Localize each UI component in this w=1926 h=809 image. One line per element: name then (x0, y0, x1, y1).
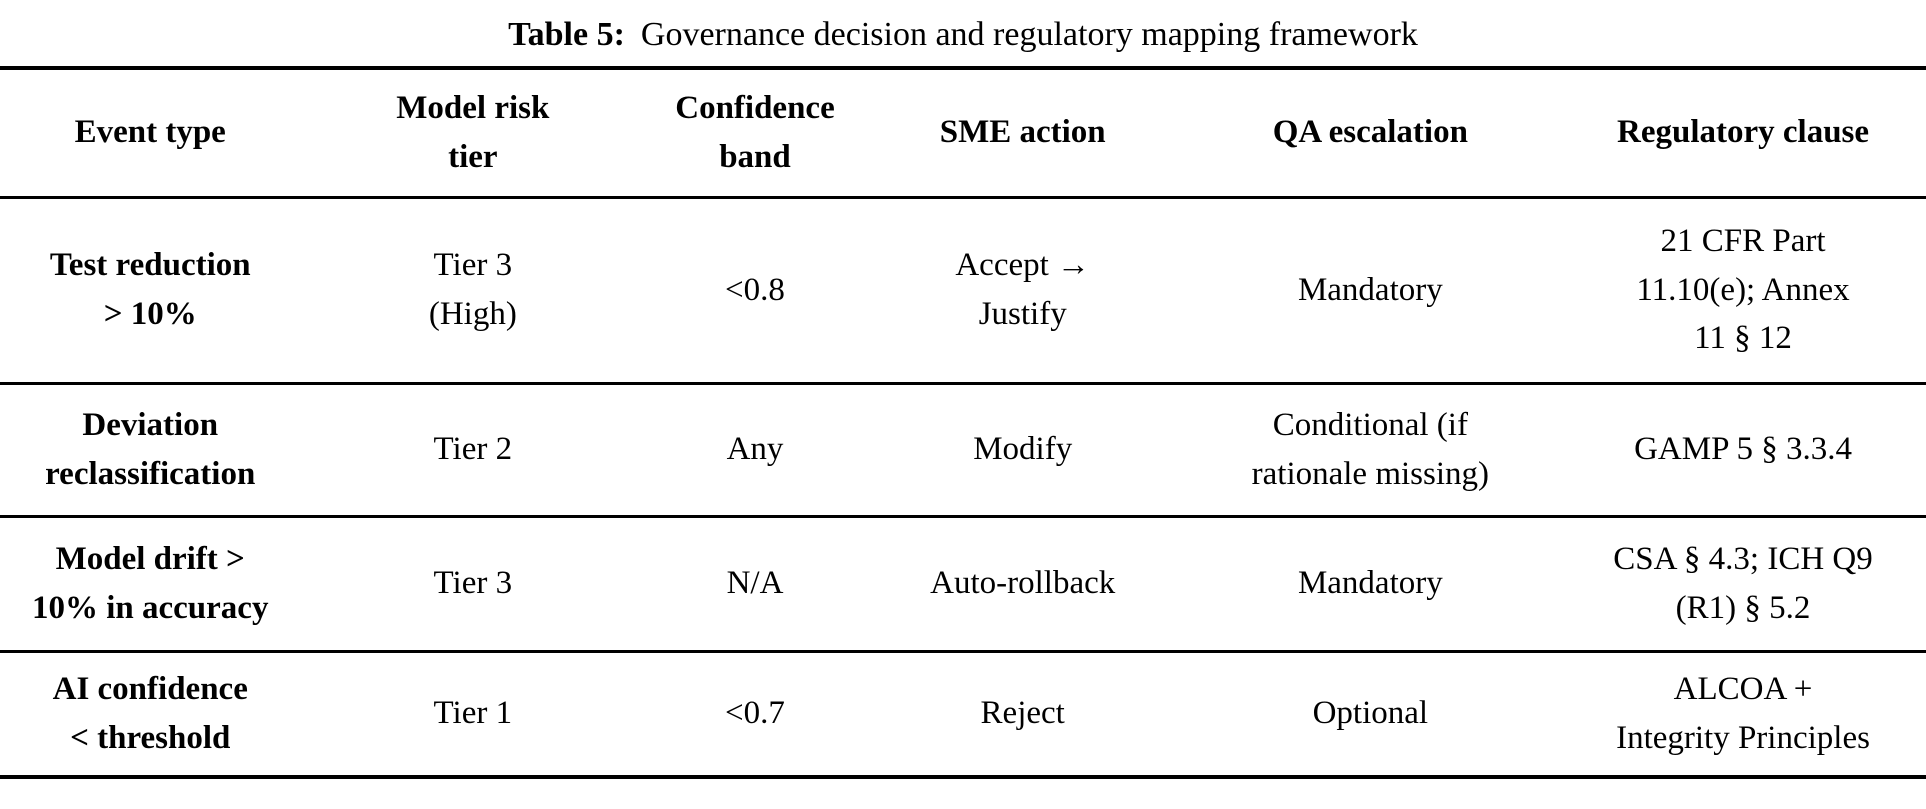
cell-confidence-band: Any (726, 431, 784, 468)
cell-confidence-band: N/A (726, 565, 784, 602)
cell-sme-action: Modify (973, 431, 1073, 468)
cell-qa-escalation: Mandatory (1297, 271, 1443, 308)
cell-model-risk-tier: Tier 3 (High) (428, 247, 517, 332)
table-caption: Table 5: Governance decision and regulat… (0, 0, 1926, 66)
header-cell-confidence-band: Confidence band (675, 89, 835, 175)
cell-model-risk-tier: Tier 1 (433, 695, 513, 732)
cell-confidence-band: <0.8 (725, 271, 785, 308)
row-header-event-type: Deviation reclassification (45, 406, 256, 492)
cell-sme-action: Auto-rollback (930, 565, 1116, 602)
governance-mapping-table: Event type Model risk tier Confidence ba… (0, 66, 1926, 779)
row-header-event-type: Model drift > 10% in accuracy (31, 540, 269, 626)
table-row-test-reduction: Test reduction > 10% Tier 3 (High) <0.8 … (0, 197, 1926, 383)
header-cell-qa-escalation: QA escalation (1272, 114, 1468, 151)
row-header-event-type: AI confidence < threshold (52, 670, 248, 756)
row-header-event-type: Test reduction > 10% (49, 247, 251, 332)
cell-regulatory-clause: 21 CFR Part 11.10(e); Annex 11 § 12 (1636, 222, 1850, 357)
cell-qa-escalation: Optional (1312, 695, 1429, 732)
cell-qa-escalation: Mandatory (1297, 565, 1443, 602)
cell-sme-action: Reject (980, 695, 1065, 732)
cell-model-risk-tier: Tier 3 (433, 565, 513, 602)
cell-regulatory-clause: GAMP 5 § 3.3.4 (1634, 431, 1852, 468)
cell-regulatory-clause: ALCOA + Integrity Principles (1616, 670, 1870, 756)
table-row-model-drift: Model drift > 10% in accuracy Tier 3 N/A… (0, 516, 1926, 651)
header-cell-model-risk-tier: Model risk tier (396, 89, 550, 175)
header-cell-regulatory-clause: Regulatory clause (1617, 114, 1870, 151)
cell-model-risk-tier: Tier 2 (433, 431, 513, 468)
cell-sme-action: Accept → Justify (955, 247, 1091, 332)
table-caption-label: Table 5: (508, 16, 625, 53)
header-cell-event-type: Event type (74, 114, 226, 151)
cell-regulatory-clause: CSA § 4.3; ICH Q9 (R1) § 5.2 (1613, 540, 1873, 626)
cell-qa-escalation: Conditional (if rationale missing) (1251, 406, 1490, 492)
header-row: Event type Model risk tier Confidence ba… (0, 68, 1926, 197)
cell-confidence-band: <0.7 (725, 695, 785, 732)
table-row-ai-confidence: AI confidence < threshold Tier 1 <0.7 Re… (0, 651, 1926, 777)
header-cell-sme-action: SME action (939, 114, 1106, 151)
table-row-deviation-reclassification: Deviation reclassification Tier 2 Any Mo… (0, 383, 1926, 516)
table-caption-text: Governance decision and regulatory mappi… (640, 16, 1418, 53)
